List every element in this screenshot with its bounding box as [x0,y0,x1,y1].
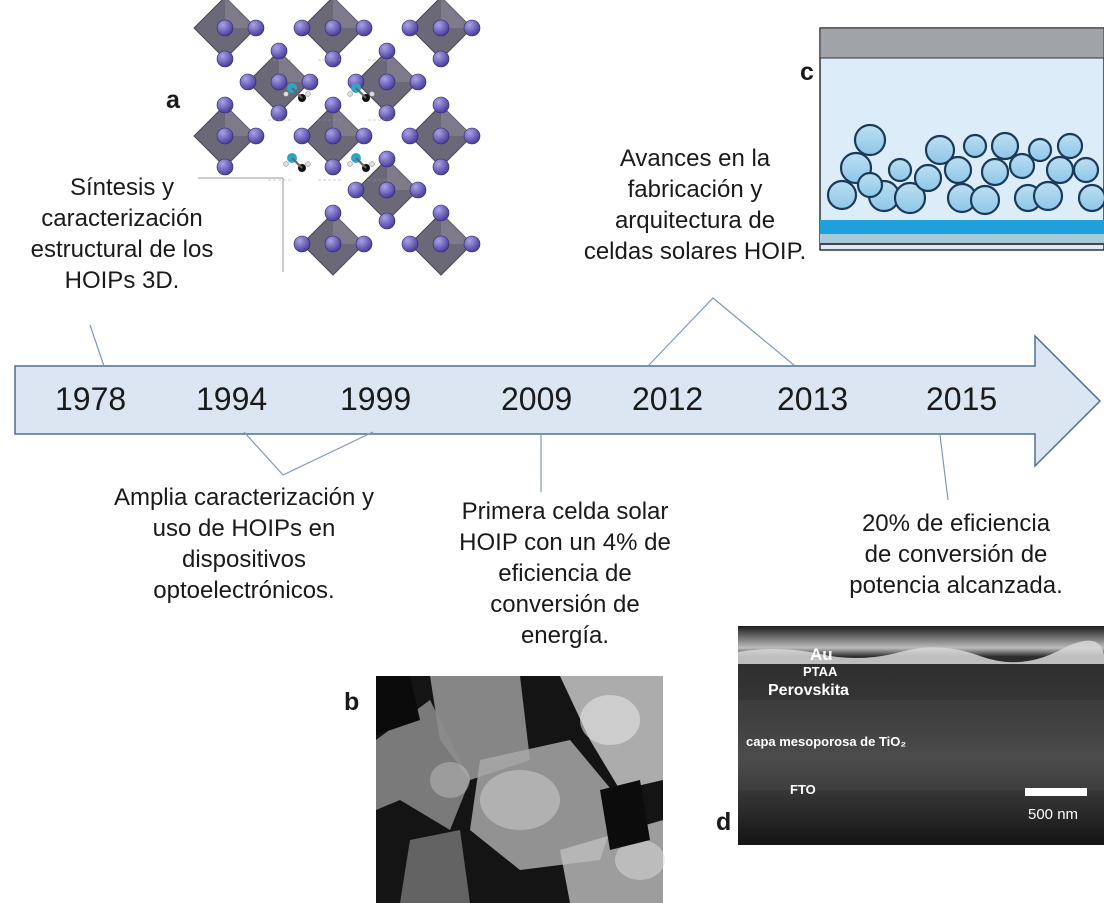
atom [247,127,265,145]
atom [409,181,427,199]
nanoparticle [913,163,943,193]
timeline-arrow [14,334,1102,468]
atom [270,104,288,122]
atom [432,204,450,222]
atom [216,96,234,114]
atom [270,42,288,60]
perovskite-structure-image [193,0,481,276]
atom [270,73,288,91]
nanoparticle [1027,137,1053,163]
atom [324,235,342,253]
atom [355,235,373,253]
atom [401,235,419,253]
nanoparticle [1045,155,1075,185]
atom [401,127,419,145]
atom [432,19,450,37]
atom [409,73,427,91]
nanoparticle [1056,132,1084,160]
atom [347,181,365,199]
nanoparticle [980,157,1010,187]
atom [378,150,396,168]
note-2015: 20% de eficiencia de conversión de poten… [849,510,1063,599]
nanoparticle [826,179,858,211]
nanoparticle [887,157,913,183]
atom [216,50,234,68]
nanoparticle [962,133,988,159]
atom [301,73,319,91]
cross-section-micrograph [738,626,1104,845]
atom [401,19,419,37]
atom [463,19,481,37]
year-1978: 1978 [55,381,127,417]
layer-label-tio2: capa mesoporosa de TiO₂ [746,734,907,749]
atom [324,204,342,222]
atom [216,127,234,145]
year-1999: 1999 [340,381,412,417]
nanoparticle [969,184,1001,216]
atom [324,96,342,114]
nanoparticle [1077,183,1104,213]
atom [293,127,311,145]
year-2012: 2012 [632,381,704,417]
atom [463,235,481,253]
atom [216,19,234,37]
atom [378,104,396,122]
layer-label-perovskita: Perovskita [768,682,849,699]
sem-micrograph [376,676,665,903]
atom [324,19,342,37]
note-1978: Síntesis y caracterización estructural d… [30,174,214,294]
layer-label-ptaa: PTAA [803,664,838,679]
scale-bar-label: 500 nm [1028,806,1079,823]
year-2013: 2013 [777,381,849,417]
nanoparticle [1072,156,1100,184]
note-2012-2013: Avances en la fabricación y arquitectura… [583,145,807,265]
solar-cell-schematic [819,27,1104,251]
nanoparticle [1032,180,1064,212]
atom [432,235,450,253]
atom [324,127,342,145]
nanoparticle [924,134,956,166]
atom [378,181,396,199]
atom [247,19,265,37]
atom [432,158,450,176]
atom [239,73,257,91]
atom [432,96,450,114]
year-2009: 2009 [501,381,573,417]
atom [378,42,396,60]
year-2015: 2015 [926,381,998,417]
atom [293,19,311,37]
atom [324,50,342,68]
panel-label-c: c [800,58,814,86]
panel-label-b: b [344,688,360,716]
atom [324,158,342,176]
nanoparticle [853,123,887,157]
atom [432,127,450,145]
atom [378,212,396,230]
note-2009: Primera celda solar HOIP con un 4% de ef… [459,498,671,649]
nanoparticle [990,131,1020,161]
atom [293,235,311,253]
panel-label-d: d [716,808,732,836]
atom [432,50,450,68]
nanoparticle [943,155,973,185]
atom [355,19,373,37]
nanoparticle [1008,152,1036,180]
atom [355,127,373,145]
year-1994: 1994 [196,381,268,417]
connector-lines [89,297,949,501]
note-1994-1999: Amplia caracterización y uso de HOIPs en… [113,484,375,604]
atom [463,127,481,145]
nanoparticle [893,181,927,215]
nanoparticle [856,171,884,199]
atom [216,158,234,176]
panel-label-a: a [166,86,180,114]
layer-label-fto: FTO [790,782,816,797]
layer-label-au: Au [810,645,833,664]
atom [378,73,396,91]
